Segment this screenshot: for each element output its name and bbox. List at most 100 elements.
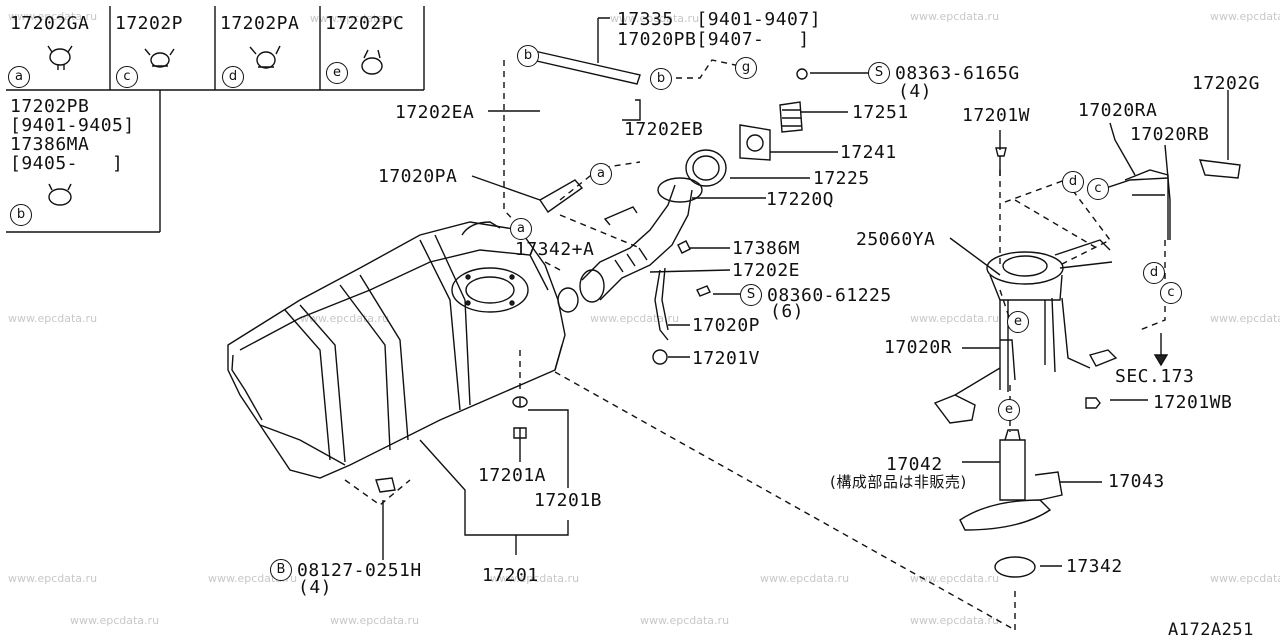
reference-mark: c: [116, 66, 138, 88]
part-number: 17251: [852, 102, 909, 123]
part-number: 17386MA: [10, 134, 90, 155]
watermark: www.epcdata.ru: [8, 572, 98, 585]
part-number: 08360-61225: [767, 285, 892, 306]
part-number: 17342: [1066, 556, 1123, 577]
watermark: www.epcdata.ru: [70, 614, 160, 627]
part-number: 25060YA: [856, 229, 936, 250]
part-number: 08127-0251H: [297, 560, 422, 581]
part-number: 17220Q: [766, 189, 835, 210]
watermark: www.epcdata.ru: [330, 614, 420, 627]
part-number: 17201B: [534, 490, 603, 511]
diagram-code: A172A251: [1168, 620, 1254, 640]
reference-mark: S: [868, 62, 890, 84]
clip-icon: [47, 45, 73, 70]
watermark: www.epcdata.ru: [640, 614, 730, 627]
clip-icon: [249, 45, 281, 69]
part-number: 17342+A: [515, 239, 595, 260]
leader-lines: [382, 17, 1229, 567]
quantity: (4): [298, 577, 333, 598]
part-number: 17202EB: [624, 119, 704, 140]
reference-mark: b: [650, 68, 672, 90]
part-number: 17043: [1108, 471, 1165, 492]
watermark: www.epcdata.ru: [760, 572, 850, 585]
reference-mark: c: [1160, 282, 1182, 304]
bolt-icon: [995, 147, 1007, 176]
date-range: [9405- ]: [10, 153, 124, 174]
watermark: www.epcdata.ru: [610, 12, 700, 25]
part-number: 17020P: [692, 315, 761, 336]
part-number: 17201V: [692, 348, 761, 369]
sender-unit-drawing: [933, 159, 1241, 578]
part-number: 17202E: [732, 260, 801, 281]
reference-mark: b: [10, 204, 32, 226]
watermark: www.epcdata.ru: [910, 614, 1000, 627]
clip-icon: [361, 49, 383, 75]
part-number: 17202PB: [10, 96, 90, 117]
reference-mark: a: [8, 66, 30, 88]
bolt-icon: [513, 427, 527, 439]
part-number: 08363-6165G: [895, 63, 1020, 84]
part-number: 17020RA: [1078, 100, 1158, 121]
part-number: 17202PA: [220, 13, 300, 34]
reference-mark: B: [270, 559, 292, 581]
watermark: www.epcdata.ru: [1210, 312, 1280, 325]
watermark: www.epcdata.ru: [590, 312, 680, 325]
part-number: 17225: [813, 168, 870, 189]
reference-mark: e: [1007, 311, 1029, 333]
part-number: 17020RB: [1130, 124, 1210, 145]
reference-mark: d: [1062, 171, 1084, 193]
part-number: 17241: [840, 142, 897, 163]
part-number: 17201WB: [1153, 392, 1233, 413]
watermark: www.epcdata.ru: [8, 10, 98, 23]
watermark: www.epcdata.ru: [310, 12, 400, 25]
part-number: 17202GA: [10, 13, 90, 34]
part-number: 17202PC: [325, 13, 405, 34]
reference-mark: S: [740, 284, 762, 306]
reference-mark: a: [590, 163, 612, 185]
part-number: 17386M: [732, 238, 801, 259]
watermark: www.epcdata.ru: [8, 312, 98, 325]
reference-mark: e: [998, 399, 1020, 421]
part-number: 17202P: [115, 13, 184, 34]
part-number: 17020PA: [378, 166, 458, 187]
bolt-icon: [1085, 397, 1101, 409]
phantom-lines: [344, 59, 1166, 631]
part-note: (構成部品は非販売): [830, 473, 967, 491]
reference-mark: d: [1143, 262, 1165, 284]
clip-icon: [48, 183, 72, 206]
part-number: 17201: [482, 565, 539, 586]
reference-mark: g: [735, 57, 757, 79]
part-number: 17202G: [1192, 73, 1261, 94]
part-number: 17202EA: [395, 102, 475, 123]
reference-mark: d: [222, 66, 244, 88]
reference-mark: a: [510, 218, 532, 240]
watermark: www.epcdata.ru: [1210, 10, 1280, 23]
legend-grid: [6, 6, 425, 233]
filler-neck-drawing: [527, 49, 808, 365]
watermark: www.epcdata.ru: [910, 10, 1000, 23]
quantity: (4): [898, 81, 933, 102]
quantity: (6): [770, 301, 805, 322]
part-number: 17020PB[9407- ]: [617, 29, 810, 50]
arrow-icon: [1153, 354, 1169, 367]
bolt-icon: [375, 477, 396, 493]
clip-icon: [144, 48, 175, 68]
washer-icon: [512, 396, 528, 408]
watermark: www.epcdata.ru: [910, 312, 1000, 325]
watermark: www.epcdata.ru: [490, 572, 580, 585]
watermark: www.epcdata.ru: [1210, 572, 1280, 585]
part-number: 17335 [9401-9407]: [617, 9, 822, 30]
watermark: www.epcdata.ru: [910, 572, 1000, 585]
date-range: [9401-9405]: [10, 115, 135, 136]
part-number: 17201W: [962, 105, 1031, 126]
part-number: 17042: [886, 454, 943, 475]
part-number: 17201A: [478, 465, 547, 486]
reference-mark: b: [517, 45, 539, 67]
reference-mark: c: [1087, 178, 1109, 200]
fuel-tank-drawing: [227, 221, 566, 479]
part-number: 17020R: [884, 337, 953, 358]
section-reference: SEC.173: [1115, 366, 1195, 387]
reference-mark: e: [326, 62, 348, 84]
